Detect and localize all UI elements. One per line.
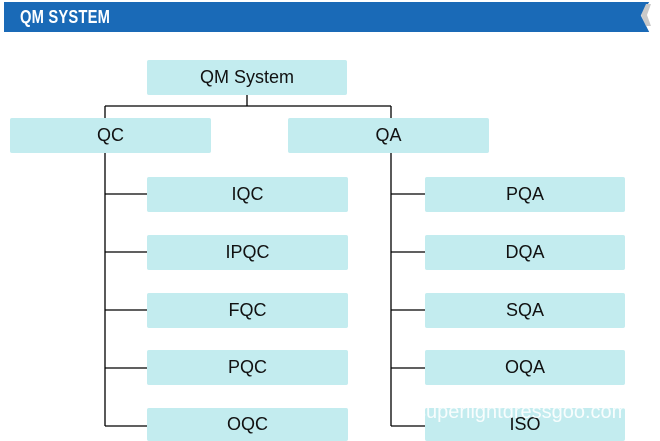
header-title: QM SYSTEM (20, 7, 111, 27)
node-iso: ISO (425, 408, 625, 441)
node-iqc: IQC (147, 177, 348, 212)
node-oqa: OQA (425, 350, 625, 385)
header-fold-decoration (641, 4, 651, 26)
header-band (4, 2, 658, 32)
node-oqc: OQC (147, 408, 348, 441)
node-dqa: DQA (425, 235, 625, 270)
node-qc: QC (10, 118, 211, 153)
node-pqc: PQC (147, 350, 348, 385)
node-sqa: SQA (425, 293, 625, 328)
node-pqa: PQA (425, 177, 625, 212)
node-ipqc: IPQC (147, 235, 348, 270)
node-qm-system: QM System (147, 60, 347, 95)
node-fqc: FQC (147, 293, 348, 328)
node-qa: QA (288, 118, 489, 153)
watermark-text: superlightdressgoo.com (416, 401, 629, 423)
